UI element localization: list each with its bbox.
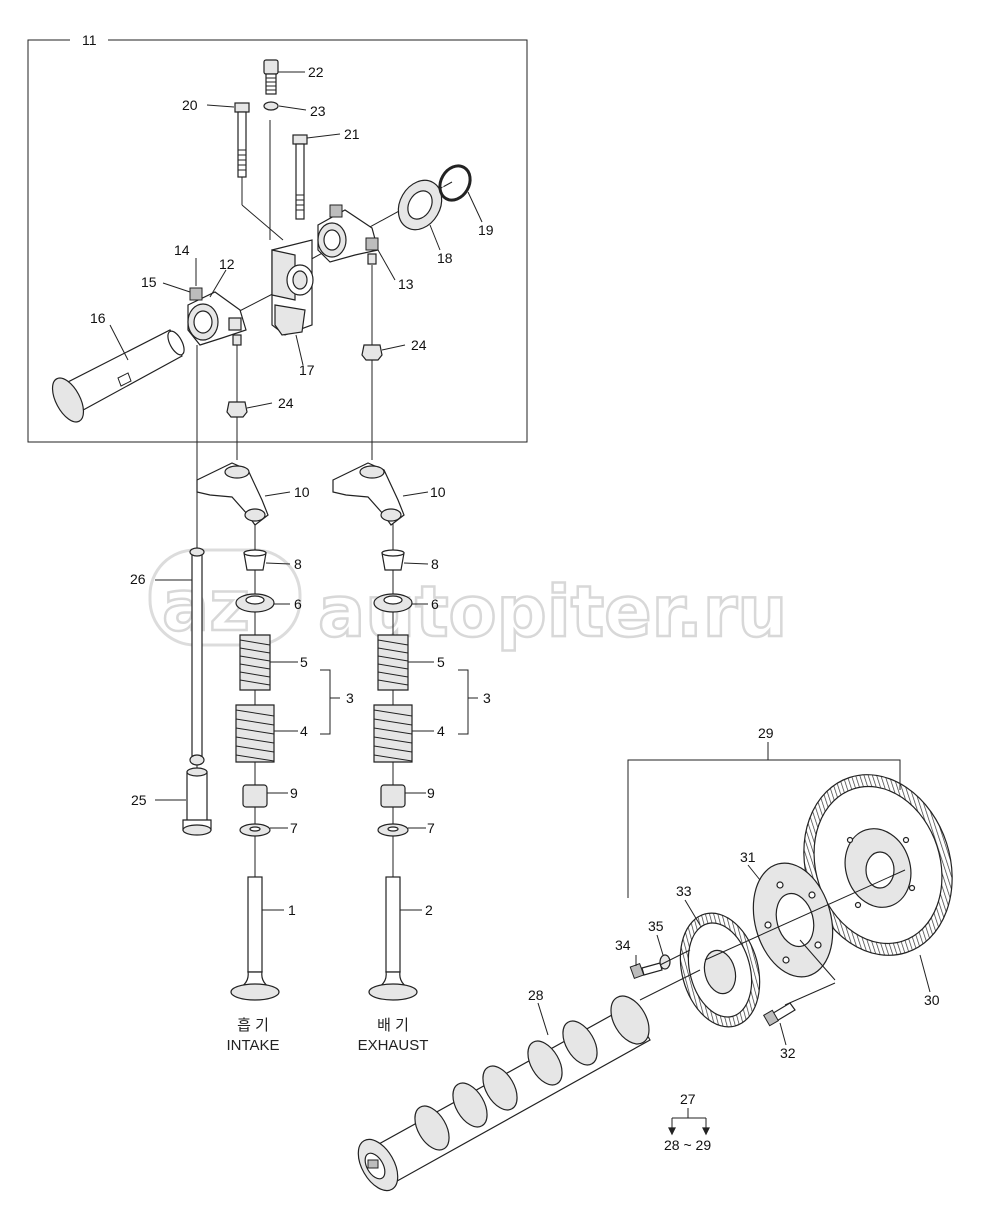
- watermark-logo-text: az: [162, 565, 250, 647]
- label-10-intake: 10: [294, 484, 310, 500]
- spring-seat-7-exhaust: [377, 823, 409, 837]
- label-19: 19: [478, 222, 494, 238]
- bolt-22: [263, 59, 279, 95]
- outer-spring-5-intake: [239, 634, 271, 691]
- label-3-exhaust: 3: [483, 690, 491, 706]
- label-33: 33: [676, 883, 692, 899]
- label-23: 23: [310, 103, 326, 119]
- label-3-intake: 3: [346, 690, 354, 706]
- label-7-intake: 7: [290, 820, 298, 836]
- label-7-exhaust: 7: [427, 820, 435, 836]
- label-4-exhaust: 4: [437, 723, 445, 739]
- gear-leader-lines: [639, 869, 906, 1006]
- label-20: 20: [182, 97, 198, 113]
- exhaust-rocker-arm-13: [317, 204, 379, 265]
- label-5-intake: 5: [300, 654, 308, 670]
- label-29: 29: [758, 725, 774, 741]
- label-31: 31: [740, 849, 756, 865]
- label-13: 13: [398, 276, 414, 292]
- bolt-20: [234, 102, 250, 178]
- spring-seat-7-intake: [239, 823, 271, 837]
- label-28: 28: [528, 987, 544, 1003]
- label-6-intake: 6: [294, 596, 302, 612]
- label-leader-lines: [109, 71, 931, 1136]
- label-35: 35: [648, 918, 664, 934]
- label-14: 14: [174, 242, 190, 258]
- spring-retainer-6-intake: [235, 593, 275, 613]
- label-8-intake: 8: [294, 556, 302, 572]
- washer-23: [263, 101, 279, 111]
- captions: 흡 기 INTAKE 배 기 EXHAUST: [226, 1017, 428, 1054]
- valve-bridge-10-exhaust: [332, 462, 405, 526]
- timing-gear-30: [803, 774, 953, 956]
- label-8-exhaust: 8: [431, 556, 439, 572]
- bolt-34: [629, 962, 663, 979]
- snap-ring-19: [438, 164, 472, 202]
- label-12: 12: [219, 256, 235, 272]
- part-labels: 22 23 20 21 19 18 13 14 12 15 16 17 24 2…: [90, 64, 940, 1153]
- label-24-intake: 24: [278, 395, 294, 411]
- label-34: 34: [615, 937, 631, 953]
- bolt-32: [762, 1002, 796, 1027]
- label-4-intake: 4: [300, 723, 308, 739]
- intake-rocker-arm-12: [187, 287, 247, 346]
- label-25: 25: [131, 792, 147, 808]
- label-18: 18: [437, 250, 453, 266]
- valve-stem-seal-9-exhaust: [380, 784, 406, 808]
- outer-spring-5-exhaust: [377, 634, 409, 691]
- caption-exhaust: EXHAUST: [358, 1037, 429, 1054]
- rocker-assembly-frame: 11: [27, 32, 528, 443]
- caption-intake: INTAKE: [226, 1037, 279, 1054]
- label-27: 27: [680, 1091, 696, 1107]
- label-11: 11: [82, 32, 97, 48]
- label-21: 21: [344, 126, 360, 142]
- label-17: 17: [299, 362, 315, 378]
- bolt-21: [292, 134, 308, 220]
- label-32: 32: [780, 1045, 796, 1061]
- label-9-exhaust: 9: [427, 785, 435, 801]
- tappet-25: [182, 767, 212, 836]
- adjusting-nut-24-intake: [226, 401, 248, 418]
- label-22: 22: [308, 64, 324, 80]
- label-26: 26: [130, 571, 146, 587]
- label-1: 1: [288, 902, 296, 918]
- inner-spring-4-exhaust: [373, 704, 413, 763]
- adjusting-nut-24-exhaust: [361, 344, 383, 361]
- rocker-bracket-17: [271, 239, 314, 336]
- exhaust-valve-stack: [368, 549, 418, 1001]
- intake-valve-1: [230, 876, 280, 1001]
- spring-retainer-6-exhaust: [373, 593, 413, 613]
- label-6-exhaust: 6: [431, 596, 439, 612]
- label-10-exhaust: 10: [430, 484, 446, 500]
- caption-intake-korean: 흡 기: [237, 1017, 269, 1034]
- label-30: 30: [924, 992, 940, 1008]
- label-28-29: 28 ~ 29: [664, 1137, 711, 1153]
- rocker-shaft-16: [51, 329, 185, 423]
- valve-stem-seal-9-intake: [242, 784, 268, 808]
- label-24-exhaust: 24: [411, 337, 427, 353]
- inner-spring-4-intake: [235, 704, 275, 763]
- label-16: 16: [90, 310, 106, 326]
- intake-valve-stack: [230, 549, 280, 1001]
- label-15: 15: [141, 274, 157, 290]
- valve-bridge-10-intake: [196, 462, 269, 526]
- label-5-exhaust: 5: [437, 654, 445, 670]
- thrust-washer-18: [397, 179, 443, 231]
- label-2: 2: [425, 902, 433, 918]
- watermark-logo: az: [148, 548, 302, 648]
- label-9-intake: 9: [290, 785, 298, 801]
- camshaft-28: [357, 995, 651, 1192]
- push-rod-26: [189, 547, 205, 766]
- center-lines: [196, 120, 453, 880]
- caption-exhaust-korean: 배 기: [377, 1017, 409, 1034]
- exhaust-valve-2: [368, 876, 418, 1001]
